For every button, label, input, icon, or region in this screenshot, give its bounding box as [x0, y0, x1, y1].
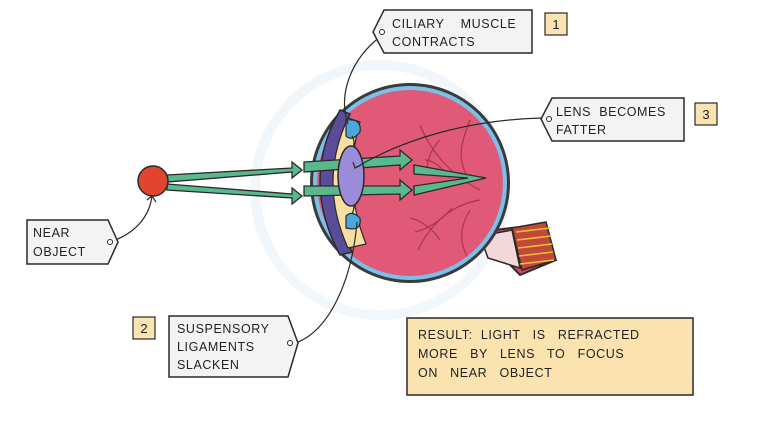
suspensory-line-2: LIGAMENTS [177, 340, 255, 354]
lens-tag [540, 97, 685, 142]
suspensory-number: 2 [140, 321, 147, 336]
lens-number: 3 [702, 107, 709, 122]
ciliary-line-1: CILIARY MUSCLE [392, 17, 516, 31]
lens-number-box [694, 102, 718, 126]
ciliary-label: CILIARY MUSCLE CONTRACTS 1 [372, 9, 568, 54]
ciliary-number-box [544, 12, 568, 36]
lens-assembly [337, 119, 365, 230]
lens-label: LENS BECOMES FATTER 3 [540, 97, 718, 142]
leader-arrows [109, 35, 542, 344]
suspensory-line-1: SUSPENSORY [177, 322, 270, 336]
lens [337, 145, 365, 207]
suspensory-line-3: SLACKEN [177, 358, 240, 372]
result-box-bg [406, 317, 694, 396]
light-ray-focus [413, 164, 487, 196]
near-object-label: NEAR OBJECT [26, 219, 119, 265]
lens-line-2: FATTER [556, 123, 607, 137]
ciliary-number: 1 [552, 17, 559, 32]
ciliary-muscle-bottom [345, 212, 361, 230]
suspensory-number-box [132, 316, 156, 340]
ciliary-arrow [344, 35, 382, 125]
near-object-arrowhead [146, 195, 157, 203]
lens-line-1: LENS BECOMES [556, 105, 666, 119]
ciliary-line-2: CONTRACTS [392, 35, 475, 49]
result-line-2: MORE BY LENS TO FOCUS [418, 347, 624, 361]
lens-arrow [354, 117, 542, 169]
suspensory-tag-hole [287, 340, 293, 346]
suspensory-label: 2 SUSPENSORY LIGAMENTS SLACKEN [132, 315, 299, 378]
near-object-tag-hole [107, 239, 113, 245]
result-box: RESULT: LIGHT IS REFRACTED MORE BY LENS … [406, 317, 694, 396]
near-object-tag [26, 219, 119, 265]
lens-arrowhead [352, 161, 362, 169]
result-line-1: RESULT: LIGHT IS REFRACTED [418, 328, 640, 342]
ciliary-tag [372, 9, 533, 54]
near-object-line-2: OBJECT [33, 245, 86, 259]
near-object-arrow [109, 195, 153, 243]
ciliary-tag-hole [379, 29, 385, 35]
suspensory-tag [168, 315, 299, 378]
result-line-3: ON NEAR OBJECT [418, 366, 552, 380]
ciliary-muscle-top [345, 119, 361, 139]
light-ray-lower [166, 183, 304, 206]
near-object-line-1: NEAR [33, 226, 70, 240]
near-object-ball [137, 165, 169, 197]
lens-tag-hole [546, 116, 552, 122]
light-ray-upper [166, 160, 304, 183]
suspensory-arrow [295, 221, 358, 344]
